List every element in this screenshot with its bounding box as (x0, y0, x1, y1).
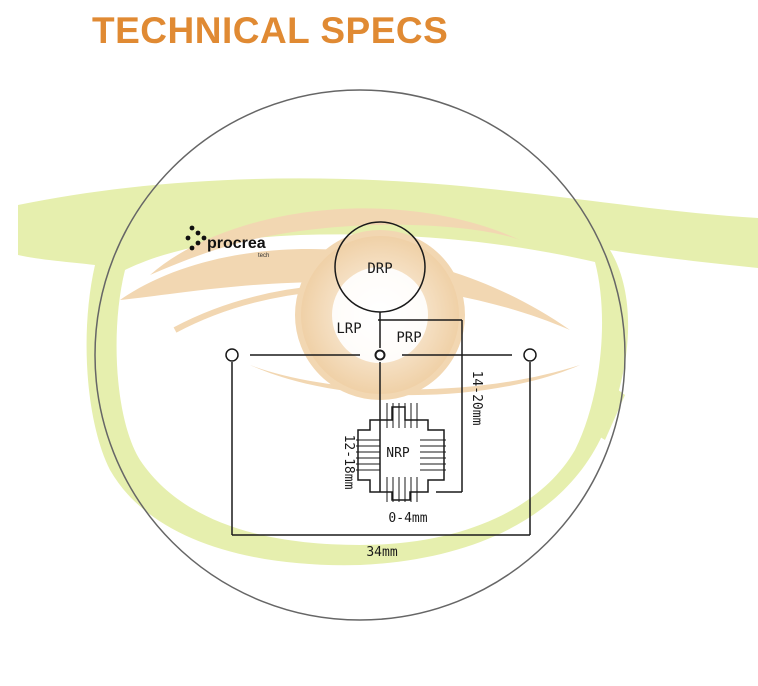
lens-outline (94, 89, 626, 621)
nrp-zone (357, 406, 445, 501)
logo-sub: tech (258, 253, 269, 259)
left-reference-point (225, 348, 239, 362)
right-reference-point (523, 348, 537, 362)
fitting-cross-point (374, 349, 386, 361)
prp-label: PRP (396, 330, 421, 346)
logo-icon (185, 225, 207, 251)
width-label: 34mm (366, 545, 397, 560)
near-height-label: 12-18mm (341, 435, 356, 490)
lrp-label: LRP (336, 321, 361, 337)
page-title: TECHNICAL SPECS (92, 10, 449, 51)
glasses-frame (18, 178, 758, 566)
logo-name: procrea (207, 235, 266, 252)
nrp-hatching (356, 403, 446, 502)
nrp-label: NRP (386, 446, 410, 461)
procrea-logo: procrea tech (185, 225, 269, 259)
inset-label: 0-4mm (388, 511, 427, 526)
drp-label: DRP (367, 261, 392, 277)
corridor-length-label: 14-20mm (469, 371, 484, 426)
